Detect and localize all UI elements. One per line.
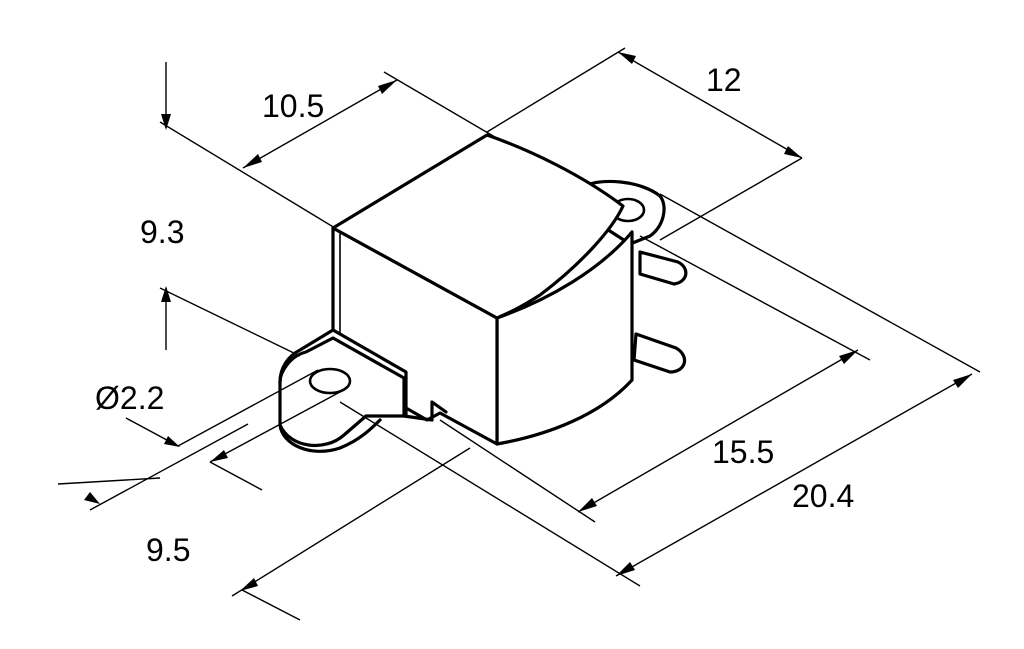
ext-right-top — [659, 193, 981, 373]
left-tab-step — [402, 376, 448, 422]
dim-line-9-5 — [89, 423, 249, 511]
dim-line-15-5 — [577, 349, 859, 513]
label-20-4: 20.4 — [792, 478, 854, 514]
ext-hole-center — [209, 461, 263, 491]
arrow-15-5-a — [578, 498, 597, 512]
upper-pin — [638, 250, 688, 286]
component-body — [278, 133, 688, 453]
arrow-20-4-b — [953, 374, 972, 388]
arrow-12-b — [784, 146, 802, 158]
extension-lines — [57, 47, 981, 621]
ext-hole-lower — [57, 477, 161, 485]
ext-bottom-left — [241, 589, 301, 621]
dim-line-12 — [617, 51, 803, 159]
curved-side-face — [495, 230, 634, 446]
label-9-5: 9.5 — [146, 532, 190, 568]
left-tab-top — [278, 336, 406, 384]
ext-top-ridge — [486, 47, 626, 133]
ext-left-top — [159, 121, 336, 229]
dimension-labels: 10.5 12 9.3 Ø2.2 15.5 20.4 9.5 — [95, 62, 854, 568]
label-15-5: 15.5 — [712, 434, 774, 470]
label-hole-diameter: Ø2.2 — [95, 380, 164, 416]
label-9-3: 9.3 — [140, 214, 184, 250]
dim-line-10-5 — [242, 79, 398, 169]
label-10-5: 10.5 — [262, 88, 324, 124]
arrow-15-5-b — [839, 350, 858, 364]
arrow-9-5-a — [84, 492, 100, 504]
ext-10-5-right — [383, 71, 501, 141]
left-tab-base-curve — [278, 418, 382, 453]
arrow-10-5-b — [378, 80, 397, 94]
arrow-9-3-a — [161, 114, 171, 130]
ext-base-mid — [439, 419, 596, 523]
dim-line-20-4 — [615, 373, 973, 577]
left-tab-hole — [308, 367, 352, 395]
dim-line-bottom — [231, 447, 471, 597]
dimension-lines — [84, 51, 973, 597]
ext-pin-right — [639, 235, 871, 361]
ext-12-right — [659, 157, 803, 241]
arrow-20-4-a — [616, 562, 635, 576]
arrow-hole-b — [210, 450, 228, 462]
label-12: 12 — [706, 62, 742, 98]
ext-base-long — [339, 401, 641, 587]
dim-line-hole-b — [177, 369, 319, 447]
arrow-bottom-a — [240, 578, 258, 591]
top-face — [331, 133, 625, 320]
dim-line-hole-c — [209, 391, 341, 463]
ext-hole-upper — [159, 287, 301, 357]
arrow-10-5-a — [243, 154, 262, 168]
arrow-hole-a — [164, 436, 180, 447]
lower-pin — [632, 332, 687, 374]
arrow-9-3-b — [161, 286, 171, 302]
arrow-12-a — [618, 52, 636, 64]
left-mounting-tab — [278, 328, 408, 448]
